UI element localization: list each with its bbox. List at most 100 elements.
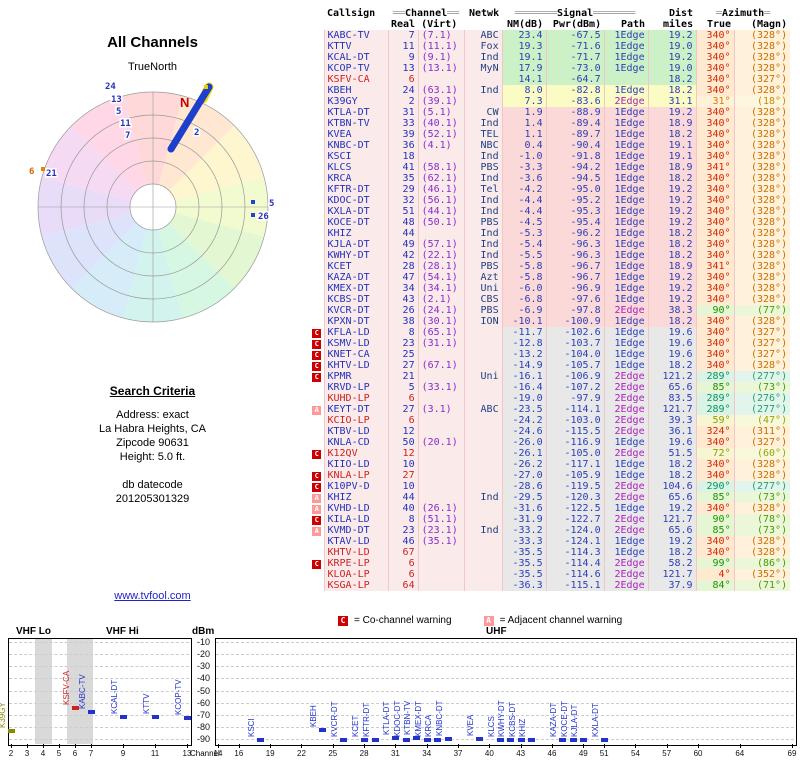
signal-point xyxy=(371,738,379,742)
channel-tick-label: 60 xyxy=(693,749,703,758)
real-channel: 23 xyxy=(387,338,419,349)
header-magn: (Magn) xyxy=(734,19,791,30)
vhf-lo-shaded-band xyxy=(35,639,52,744)
channel-tick xyxy=(666,744,668,748)
channel-tick xyxy=(270,744,272,748)
path: 1Edge xyxy=(603,107,649,118)
power: -116.9 xyxy=(545,437,605,448)
azimuth-magnetic: (328°) xyxy=(733,536,791,547)
callsign: K12QV xyxy=(323,448,388,459)
signal-point xyxy=(88,709,95,714)
channel-tick-label: 3 xyxy=(24,749,30,758)
path: 1Edge xyxy=(603,162,649,173)
callsign: KSGA-LP xyxy=(323,580,388,591)
noise-margin: -35.5 xyxy=(501,558,547,569)
virtual-channel xyxy=(417,448,465,459)
distance-miles: 18.2 xyxy=(647,228,697,239)
channel-tick xyxy=(604,744,606,748)
azimuth-magnetic: (328°) xyxy=(733,360,791,371)
dbm-tick-label: -40 xyxy=(196,673,210,684)
callsign: KOCE-DT xyxy=(323,217,388,228)
path: 1Edge xyxy=(603,228,649,239)
noise-margin: 23.4 xyxy=(501,30,547,41)
azimuth-true: 340° xyxy=(695,316,735,327)
noise-margin: 1.1 xyxy=(501,129,547,140)
azimuth-magnetic: (311°) xyxy=(733,426,791,437)
co-channel-warning-icon: C xyxy=(338,615,348,626)
noise-margin: -5.8 xyxy=(501,272,547,283)
network: CBS xyxy=(463,294,503,305)
azimuth-true: 340° xyxy=(695,184,735,195)
network: ABC xyxy=(463,404,503,415)
power: -67.5 xyxy=(545,30,605,41)
path: 1Edge xyxy=(603,470,649,481)
callsign: KRCA xyxy=(323,173,388,184)
real-channel: 6 xyxy=(387,558,419,569)
path: 2Edge xyxy=(603,580,649,591)
noise-margin: -35.5 xyxy=(501,569,547,580)
signal-point xyxy=(507,738,515,742)
azimuth-true: 340° xyxy=(695,338,735,349)
virtual-channel: (24.1) xyxy=(417,305,465,316)
azimuth-magnetic: (73°) xyxy=(733,382,791,393)
azimuth-true: 340° xyxy=(695,459,735,470)
radar-subtitle: TrueNorth xyxy=(127,61,178,73)
power: -88.9 xyxy=(545,107,605,118)
azimuth-magnetic: (328°) xyxy=(733,316,791,327)
callsign: KABC-TV xyxy=(323,30,388,41)
power: -96.2 xyxy=(545,228,605,239)
virtual-channel: (40.1) xyxy=(417,118,465,129)
warning-cell xyxy=(310,173,324,184)
network: Ind xyxy=(463,525,503,536)
network: Tel xyxy=(463,184,503,195)
warning-cell xyxy=(310,85,324,96)
power: -82.8 xyxy=(545,85,605,96)
warning-cell xyxy=(310,250,324,261)
power: -97.8 xyxy=(545,305,605,316)
real-channel: 43 xyxy=(387,294,419,305)
azimuth-true: 340° xyxy=(695,74,735,85)
channel-tick-label: 11 xyxy=(150,749,160,758)
noise-margin: -4.2 xyxy=(501,184,547,195)
path: 1Edge xyxy=(603,294,649,305)
azimuth-magnetic: (77°) xyxy=(733,305,791,316)
virtual-channel: (35.1) xyxy=(417,536,465,547)
warning-cell xyxy=(310,129,324,140)
virtual-channel xyxy=(417,569,465,580)
tvfool-link[interactable]: www.tvfool.com xyxy=(114,590,191,602)
station-label: KSCI xyxy=(246,718,256,737)
azimuth-true: 340° xyxy=(695,140,735,151)
station-label: KTLA-DT xyxy=(382,701,392,735)
network: Ind xyxy=(463,492,503,503)
warning-cell xyxy=(310,118,324,129)
signal-point xyxy=(152,714,159,719)
distance-miles: 18.2 xyxy=(647,85,697,96)
warning-cell: C xyxy=(310,470,324,481)
network: Ind xyxy=(463,228,503,239)
station-label: KCBS-DT xyxy=(507,701,517,737)
co-channel-warning-text: = Co-channel warning xyxy=(354,615,452,626)
north-label: N xyxy=(180,95,189,110)
real-channel: 12 xyxy=(387,448,419,459)
virtual-channel: (5.1) xyxy=(417,107,465,118)
real-channel: 40 xyxy=(387,503,419,514)
radar-station-marker xyxy=(40,167,45,171)
real-channel: 6 xyxy=(387,74,419,85)
warning-cell xyxy=(310,184,324,195)
azimuth-magnetic: (328°) xyxy=(733,459,791,470)
noise-margin: -1.0 xyxy=(501,151,547,162)
virtual-channel: (30.1) xyxy=(417,316,465,327)
virtual-channel: (50.1) xyxy=(417,217,465,228)
signal-point xyxy=(319,728,327,733)
channel-tick-label: 13 xyxy=(182,749,192,758)
co-channel-warning-badge: C xyxy=(312,516,322,525)
callsign: KBEH xyxy=(323,85,388,96)
channel-tick-label: 43 xyxy=(516,749,526,758)
